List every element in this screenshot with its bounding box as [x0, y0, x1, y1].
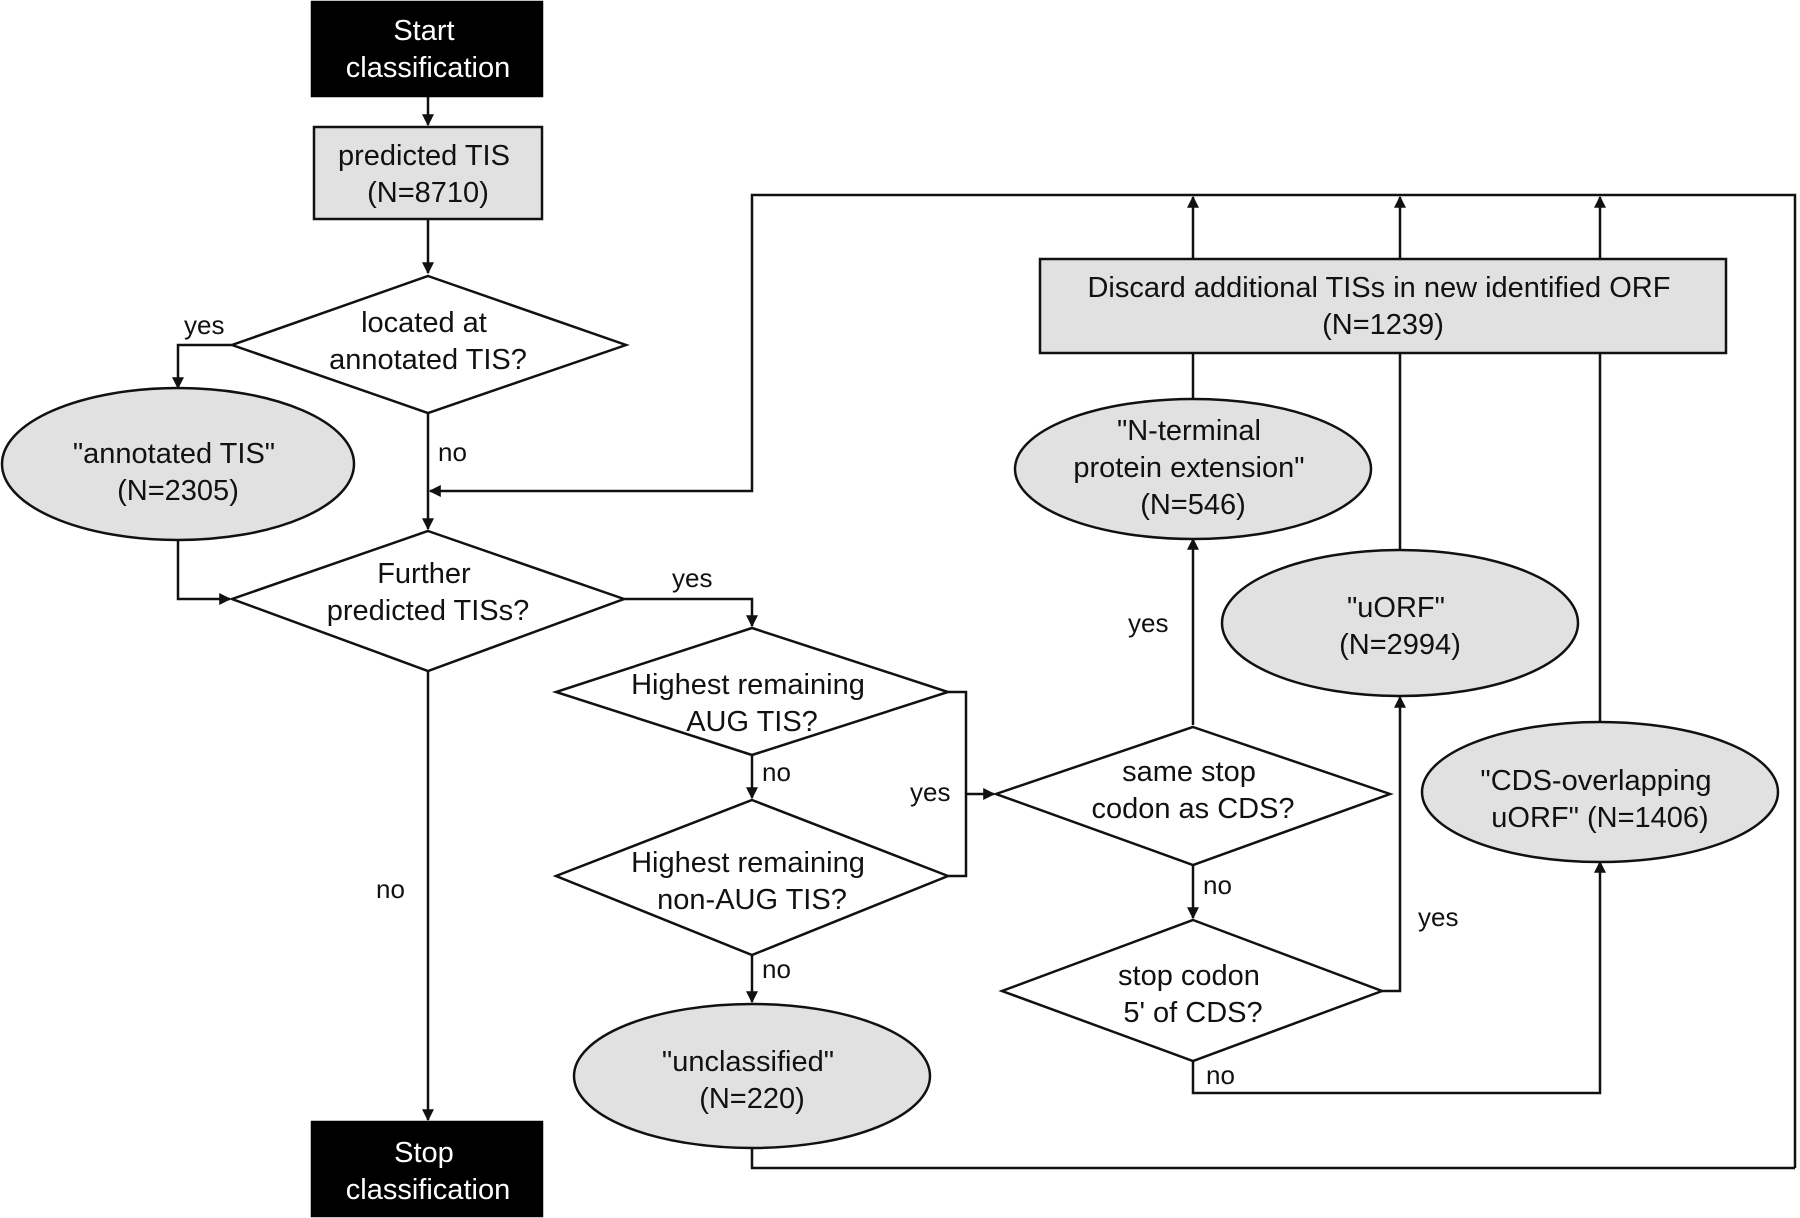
aug-decision-text: Highest remaining AUG TIS?: [631, 669, 873, 738]
nterminal-text: "N-terminal protein extension" (N=546): [1073, 415, 1312, 521]
edge-further-yes-to-aug: [624, 597, 758, 628]
stop-terminal-text: Stop classification: [346, 1137, 510, 1206]
edge-loop-back-to-main: [428, 193, 1797, 1168]
label-further-no: no: [376, 874, 405, 904]
uorf-text: "uORF" (N=2994): [1339, 592, 1461, 661]
stop-terminal: [310, 1120, 544, 1218]
label-located-no: no: [438, 437, 467, 467]
label-samestop-yes: yes: [1128, 608, 1168, 638]
label-located-yes: yes: [184, 310, 224, 340]
start-terminal-text: Start classification: [346, 15, 510, 84]
label-aug-no: no: [762, 757, 791, 787]
label-samestop-no: no: [1203, 870, 1232, 900]
aug-decision: [551, 626, 953, 757]
edge-unclassified-to-loop: [750, 1147, 1795, 1170]
samestop-decision-text: same stop codon as CDS?: [1091, 756, 1294, 825]
nterminal-ellipse: [1013, 397, 1373, 541]
start-terminal: [310, 0, 544, 98]
edge-aug-yes-bracket: [948, 690, 968, 878]
label-further-yes: yes: [672, 563, 712, 593]
further-decision: [228, 529, 628, 673]
cds-overlapping-ellipse: [1420, 720, 1780, 864]
stop5-decision-text: stop codon 5' of CDS?: [1118, 960, 1268, 1029]
annotated-tis-text: "annotated TIS" (N=2305): [73, 438, 283, 507]
annotated-tis-ellipse: [0, 386, 356, 542]
edge-stop5-yes-to-uorf: [1382, 695, 1406, 993]
unclassified-ellipse: [572, 1002, 932, 1150]
edge-located-yes-to-annotated: [172, 343, 232, 390]
uorf-ellipse: [1220, 548, 1580, 698]
nonaug-decision-text: Highest remaining non-AUG TIS?: [631, 847, 873, 916]
further-decision-text: Further predicted TISs?: [327, 558, 530, 627]
located-decision-text: located at annotated TIS?: [329, 307, 527, 376]
label-nonaug-no: no: [762, 954, 791, 984]
predicted-tis-box: [312, 125, 544, 221]
stop5-decision: [998, 918, 1386, 1063]
edge-annotated-to-further: [176, 540, 232, 605]
edges: [172, 96, 1797, 1170]
label-stop5-no: no: [1206, 1060, 1235, 1090]
located-decision: [228, 274, 630, 415]
discard-text: Discard additional TISs in new identifie…: [1087, 272, 1678, 341]
cds-overlapping-text: "CDS-overlapping uORF" (N=1406): [1480, 765, 1719, 834]
label-stop5-yes: yes: [1418, 902, 1458, 932]
edge-labels: yes no yes no no no yes yes no yes no: [184, 310, 1458, 1090]
edge-stop5-no-to-cdsoverlap: [1191, 860, 1606, 1095]
predicted-tis-text: predicted TIS (N=8710): [338, 140, 518, 209]
nonaug-decision: [552, 798, 952, 957]
samestop-decision: [992, 725, 1394, 867]
unclassified-text: "unclassified" (N=220): [662, 1046, 842, 1115]
label-merge-yes: yes: [910, 777, 950, 807]
discard-box: [1038, 257, 1728, 355]
